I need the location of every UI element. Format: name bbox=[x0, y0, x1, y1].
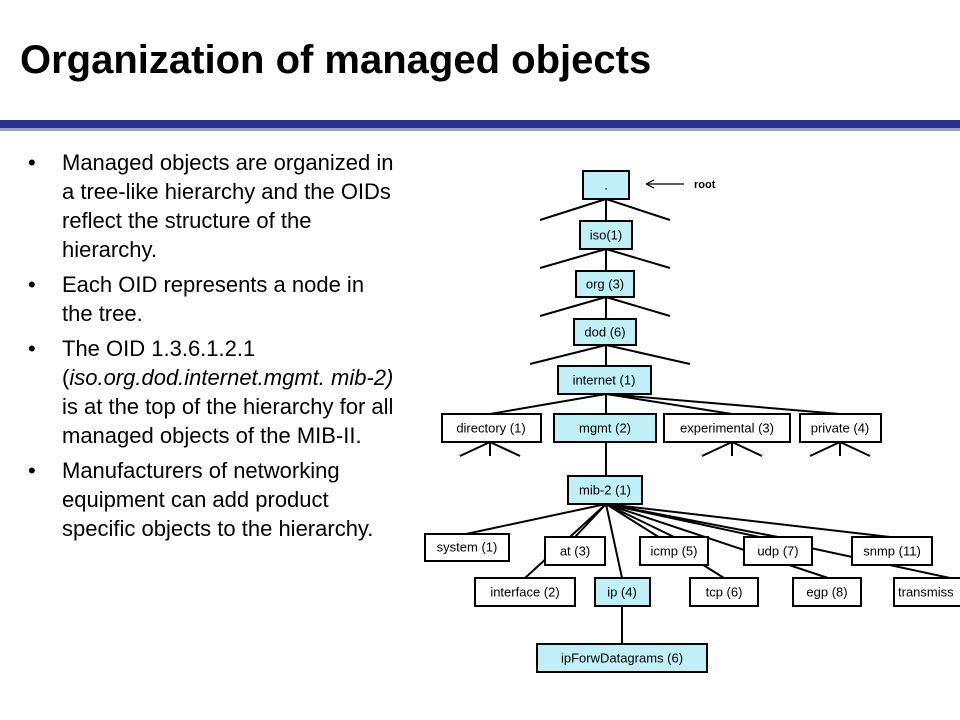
node-label: dod (6) bbox=[584, 325, 625, 340]
node-label: experimental (3) bbox=[680, 421, 774, 436]
node-experimental: experimental (3) bbox=[663, 413, 791, 443]
bullet-item: • Managed objects are organized in a tre… bbox=[28, 148, 398, 264]
bullet-glyph: • bbox=[28, 336, 36, 361]
node-label: interface (2) bbox=[490, 585, 559, 600]
tree-edge bbox=[459, 441, 521, 457]
bullet-text-italic-2: mib-2) bbox=[331, 365, 394, 390]
node-tcp: tcp (6) bbox=[689, 577, 759, 607]
tree-edges bbox=[459, 179, 951, 644]
bullet-text-pre: The OID 1.3.6.1.2.1 ( bbox=[62, 336, 256, 390]
tree-edge bbox=[529, 344, 691, 365]
node-snmp: snmp (11) bbox=[851, 536, 933, 566]
bullet-glyph: • bbox=[28, 272, 36, 297]
node-egp: egp (8) bbox=[792, 577, 862, 607]
bullet-text-italic: iso.org.dod.internet.mgmt. bbox=[69, 365, 325, 390]
node-mgmt: mgmt (2) bbox=[553, 413, 657, 443]
node-label: directory (1) bbox=[456, 421, 525, 436]
node-at: at (3) bbox=[544, 536, 606, 566]
node-label: tcp (6) bbox=[706, 585, 743, 600]
tree-edge bbox=[809, 441, 871, 457]
node-label: ip (4) bbox=[607, 585, 637, 600]
bullet-text-post: is at the top of the hierarchy for all m… bbox=[62, 394, 394, 448]
bullet-list: • Managed objects are organized in a tre… bbox=[28, 148, 398, 549]
node-org: org (3) bbox=[575, 270, 635, 298]
title-divider-shadow bbox=[0, 128, 960, 131]
tree-edge bbox=[489, 393, 841, 415]
root-arrow bbox=[645, 179, 684, 189]
node-label: transmiss bbox=[898, 585, 954, 600]
node-directory: directory (1) bbox=[441, 413, 542, 443]
node-mib2: mib-2 (1) bbox=[567, 475, 643, 505]
bullet-glyph: • bbox=[28, 458, 36, 483]
node-dod: dod (6) bbox=[573, 318, 637, 346]
node-icmp: icmp (5) bbox=[639, 536, 709, 566]
bullet-glyph: • bbox=[28, 150, 36, 175]
bullet-item: • Each OID represents a node in the tree… bbox=[28, 270, 398, 328]
bullet-text: Manufacturers of networking equipment ca… bbox=[62, 458, 374, 541]
slide-title: Organization of managed objects bbox=[20, 38, 652, 82]
tree-edge bbox=[539, 248, 671, 269]
node-label: at (3) bbox=[560, 544, 590, 559]
root-annotation: root bbox=[694, 179, 716, 191]
tree-edge bbox=[539, 296, 671, 317]
node-label: snmp (11) bbox=[863, 544, 921, 559]
node-transmission: transmiss bbox=[893, 577, 960, 607]
node-private: private (4) bbox=[799, 413, 882, 443]
node-label: org (3) bbox=[586, 277, 624, 292]
title-divider bbox=[0, 120, 960, 128]
node-udp: udp (7) bbox=[743, 536, 813, 566]
node-label: icmp (5) bbox=[651, 544, 698, 559]
bullet-text: Managed objects are organized in a tree-… bbox=[62, 150, 394, 262]
node-ip: ip (4) bbox=[594, 577, 651, 607]
node-label: system (1) bbox=[437, 540, 498, 555]
node-label: iso(1) bbox=[590, 228, 623, 243]
bullet-item: • The OID 1.3.6.1.2.1 (iso.org.dod.inter… bbox=[28, 334, 398, 450]
node-label: mib-2 (1) bbox=[579, 483, 631, 498]
node-interface: interface (2) bbox=[474, 577, 576, 607]
node-label: ipForwDatagrams (6) bbox=[561, 651, 683, 666]
tree-edge bbox=[539, 198, 671, 221]
node-internet: internet (1) bbox=[557, 365, 652, 395]
node-label: udp (7) bbox=[757, 544, 798, 559]
tree-edge bbox=[701, 441, 763, 457]
bullet-item: • Manufacturers of networking equipment … bbox=[28, 456, 398, 543]
bullet-text: Each OID represents a node in the tree. bbox=[62, 272, 365, 326]
node-label: internet (1) bbox=[573, 373, 636, 388]
node-iso: iso(1) bbox=[579, 220, 633, 250]
bullet-text: The OID 1.3.6.1.2.1 (iso.org.dod.interne… bbox=[62, 336, 393, 448]
node-root: . bbox=[582, 170, 630, 200]
node-label: . bbox=[604, 178, 608, 193]
node-ipforwdatagrams: ipForwDatagrams (6) bbox=[536, 643, 708, 673]
node-label: private (4) bbox=[811, 421, 870, 436]
node-label: mgmt (2) bbox=[579, 421, 631, 436]
node-system: system (1) bbox=[424, 533, 510, 562]
node-label: egp (8) bbox=[806, 585, 847, 600]
